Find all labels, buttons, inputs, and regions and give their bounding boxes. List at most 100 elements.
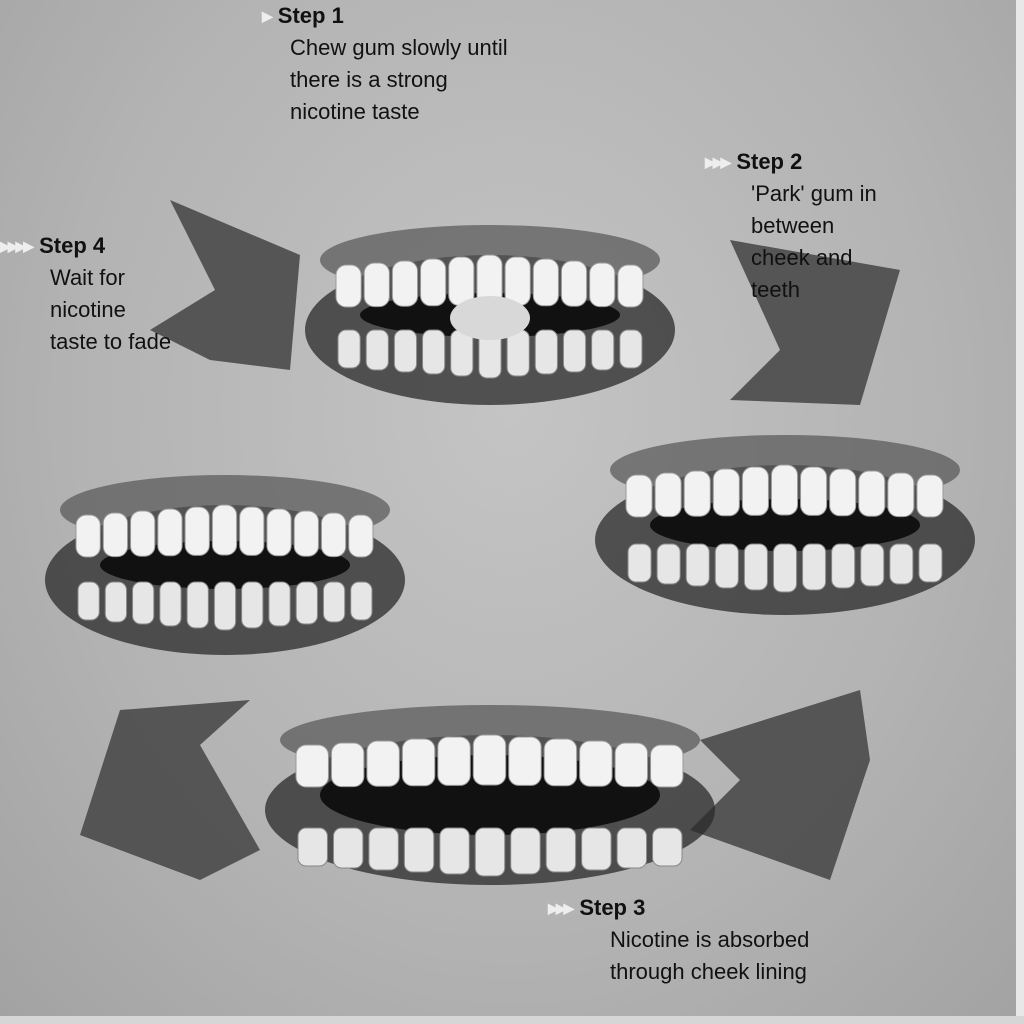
upper-tooth bbox=[504, 256, 531, 306]
upper-tooth bbox=[330, 742, 365, 788]
lower-tooth bbox=[104, 581, 128, 623]
step-4-label: ▶▶▶▶Step 4 Wait for nicotine taste to fa… bbox=[0, 230, 171, 358]
lower-tooth bbox=[422, 329, 446, 375]
upper-tooth bbox=[363, 262, 390, 308]
lower-tooth bbox=[213, 581, 237, 631]
lower-tooth bbox=[295, 581, 318, 625]
step-3-text-line: Nicotine is absorbed bbox=[610, 927, 810, 952]
step-2-text-line: 'Park' gum in bbox=[751, 181, 877, 206]
triple-chevron-right-icon: ▶ bbox=[262, 8, 273, 24]
lower-tooth bbox=[268, 581, 291, 627]
upper-tooth bbox=[366, 740, 400, 787]
upper-tooth bbox=[420, 258, 447, 307]
upper-tooth bbox=[532, 258, 559, 307]
lower-tooth bbox=[616, 827, 648, 869]
step-4-text-line: nicotine bbox=[50, 297, 126, 322]
upper-tooth bbox=[266, 508, 292, 557]
upper-tooth bbox=[741, 466, 769, 516]
step-4-title: Step 4 bbox=[39, 233, 106, 258]
lower-tooth bbox=[132, 581, 155, 625]
upper-tooth bbox=[157, 508, 183, 557]
lower-tooth bbox=[591, 329, 615, 371]
lower-tooth bbox=[186, 581, 209, 629]
lower-tooth bbox=[545, 827, 577, 873]
upper-tooth bbox=[800, 466, 828, 516]
triple-chevron-right-icon: ▶▶▶ bbox=[548, 900, 574, 916]
lower-tooth bbox=[337, 329, 361, 369]
lower-tooth bbox=[439, 827, 470, 875]
upper-tooth bbox=[770, 464, 799, 516]
lower-tooth bbox=[510, 827, 541, 875]
lower-tooth bbox=[831, 543, 856, 589]
arrow-left-icon bbox=[690, 690, 870, 880]
upper-tooth bbox=[543, 738, 578, 787]
step-1-text-line: nicotine taste bbox=[290, 99, 420, 124]
lower-tooth bbox=[889, 543, 914, 585]
step-3-text-line: through cheek lining bbox=[610, 959, 807, 984]
lower-tooth bbox=[159, 581, 182, 627]
page-edge bbox=[1016, 0, 1024, 1024]
upper-tooth bbox=[75, 514, 101, 558]
upper-tooth bbox=[617, 264, 644, 308]
lower-tooth bbox=[403, 827, 435, 873]
upper-tooth bbox=[508, 736, 542, 786]
upper-tooth bbox=[391, 260, 419, 307]
upper-tooth bbox=[887, 472, 915, 518]
teeth-step-2 bbox=[595, 435, 975, 615]
lower-tooth bbox=[350, 581, 373, 621]
upper-tooth bbox=[829, 468, 857, 517]
lower-tooth bbox=[685, 543, 710, 587]
lower-tooth bbox=[534, 329, 558, 375]
lower-tooth bbox=[627, 543, 652, 583]
lower-tooth bbox=[241, 581, 264, 629]
upper-tooth bbox=[589, 262, 616, 308]
upper-tooth bbox=[448, 256, 475, 306]
step-2-text-line: between bbox=[751, 213, 835, 238]
lower-tooth bbox=[652, 827, 683, 867]
step-3-label: ▶▶▶ Step 3 Nicotine is absorbed through c… bbox=[548, 892, 809, 988]
lower-tooth bbox=[656, 543, 681, 585]
upper-tooth bbox=[916, 474, 944, 518]
step-1-text-line: Chew gum slowly until bbox=[290, 35, 508, 60]
page-edge bbox=[0, 1016, 1024, 1024]
arrow-right-icon bbox=[150, 200, 300, 370]
upper-tooth bbox=[560, 260, 588, 307]
upper-tooth bbox=[130, 510, 156, 557]
lower-tooth bbox=[297, 827, 328, 867]
upper-tooth bbox=[650, 744, 684, 788]
step-4-text-line: Wait for bbox=[50, 265, 125, 290]
step-3-title: Step 3 bbox=[579, 895, 646, 920]
lower-tooth bbox=[562, 329, 587, 373]
triple-chevron-right-icon: ▶▶▶ bbox=[705, 154, 731, 170]
upper-tooth bbox=[712, 468, 740, 517]
teeth-step-3 bbox=[265, 705, 715, 885]
upper-tooth bbox=[401, 738, 436, 787]
upper-tooth bbox=[348, 514, 374, 558]
lower-tooth bbox=[393, 329, 418, 373]
upper-tooth bbox=[654, 472, 682, 518]
lower-tooth bbox=[714, 543, 739, 589]
step-1-text-line: there is a strong bbox=[290, 67, 448, 92]
upper-tooth bbox=[102, 512, 129, 558]
upper-tooth bbox=[579, 740, 613, 787]
lower-tooth bbox=[918, 543, 943, 583]
lower-tooth bbox=[474, 827, 506, 877]
lower-tooth bbox=[322, 581, 346, 623]
upper-tooth bbox=[295, 744, 329, 788]
upper-tooth bbox=[625, 474, 653, 518]
upper-tooth bbox=[437, 736, 471, 786]
lower-tooth bbox=[619, 329, 643, 369]
step-1-label: ▶Step 1 Chew gum slowly until there is a… bbox=[262, 0, 508, 128]
step-2-text-line: teeth bbox=[751, 277, 800, 302]
lower-tooth bbox=[581, 827, 612, 871]
step-1-title: Step 1 bbox=[277, 3, 344, 28]
upper-tooth bbox=[320, 512, 347, 558]
step-4-text-line: taste to fade bbox=[50, 329, 172, 354]
teeth-step-4 bbox=[45, 475, 405, 655]
upper-tooth bbox=[335, 264, 362, 308]
lower-tooth bbox=[365, 329, 389, 371]
upper-tooth bbox=[184, 506, 210, 556]
step-2-title: Step 2 bbox=[736, 149, 803, 174]
step-2-label: ▶▶▶Step 2 'Park' gum in between cheek an… bbox=[705, 146, 877, 306]
